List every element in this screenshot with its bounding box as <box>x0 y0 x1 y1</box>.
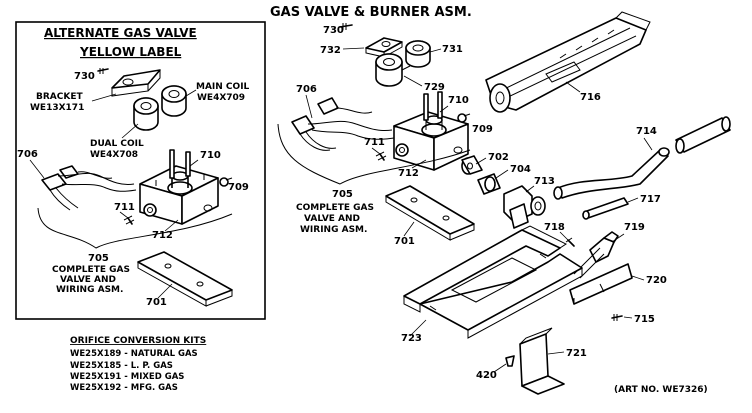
inset-complete-line3: WIRING ASM. <box>56 285 123 295</box>
kit-item: WE25X189 - NATURAL GAS <box>70 349 198 359</box>
part-704: 704 <box>510 164 531 175</box>
inset-bracket-label: BRACKET <box>36 92 83 102</box>
inset-part-730: 730 <box>74 71 95 82</box>
screw-730 <box>339 23 353 30</box>
inset-dual-coil-number: WE4X708 <box>90 150 138 160</box>
inset-screw-730 <box>97 68 109 74</box>
part-702: 702 <box>488 152 509 163</box>
coil-729 <box>375 53 411 87</box>
inset-part-705: 705 <box>88 253 109 264</box>
kits-heading: ORIFICE CONVERSION KITS <box>70 336 206 346</box>
part-701: 701 <box>394 236 415 247</box>
kit-item: WE25X192 - MFG. GAS <box>70 383 178 393</box>
part-729: 729 <box>424 82 445 93</box>
part-732: 732 <box>320 45 341 56</box>
inset-mounting-plate <box>137 251 233 307</box>
inset-bracket-part <box>111 69 161 97</box>
part-714: 714 <box>636 126 657 137</box>
bracket-721 <box>519 327 565 395</box>
valve-body <box>393 91 469 171</box>
fitting-704 <box>477 173 501 195</box>
fitting-709 <box>457 113 471 123</box>
inset-part-711: 711 <box>114 202 135 213</box>
part-715: 715 <box>634 314 655 325</box>
tube-714 <box>553 147 670 200</box>
complete-line3: WIRING ASM. <box>300 225 367 235</box>
inset-subheading: YELLOW LABEL <box>79 45 182 59</box>
inset-bracket-number: WE13X171 <box>30 103 84 113</box>
shield-720 <box>569 263 633 305</box>
part-705: 705 <box>332 189 353 200</box>
inset-main-coil <box>161 85 187 117</box>
part-719: 719 <box>624 222 645 233</box>
part-721: 721 <box>566 348 587 359</box>
inset-part-710: 710 <box>200 150 221 161</box>
inset-fitting-709 <box>219 177 233 187</box>
kit-item: WE25X185 - L. P. GAS <box>70 361 173 371</box>
alternate-valve-inset-box <box>15 21 266 320</box>
burner-box-723 <box>403 225 583 339</box>
inset-part-712: 712 <box>152 230 173 241</box>
inset-main-coil-label: MAIN COIL <box>196 82 250 92</box>
inset-main-coil-number: WE4X709 <box>197 93 245 103</box>
complete-line2: VALVE AND <box>304 214 360 224</box>
union-702 <box>461 155 483 175</box>
inset-part-701: 701 <box>146 297 167 308</box>
inset-complete-line1: COMPLETE GAS <box>52 265 130 275</box>
inset-dual-coil-label: DUAL COIL <box>90 139 144 149</box>
inset-complete-line2: VALVE AND <box>60 275 116 285</box>
kit-item: WE25X191 - MIXED GAS <box>70 372 184 382</box>
burner-716 <box>485 11 651 113</box>
part-712: 712 <box>398 168 419 179</box>
inset-heading: ALTERNATE GAS VALVE <box>44 26 197 40</box>
part-717: 717 <box>640 194 661 205</box>
tube-straight <box>675 116 731 154</box>
inset-part-709: 709 <box>228 182 249 193</box>
part-706: 706 <box>296 84 317 95</box>
inset-assembly-bracket <box>37 207 233 249</box>
screw-711 <box>375 151 387 161</box>
part-723: 723 <box>401 333 422 344</box>
part-420: 420 <box>476 370 497 381</box>
diagram-title: GAS VALVE & BURNER ASM. <box>270 5 472 20</box>
screw-420 <box>505 355 515 367</box>
part-709: 709 <box>472 124 493 135</box>
orifice-holder-713 <box>503 185 546 229</box>
inset-valve-body <box>139 149 219 225</box>
inset-screw-711 <box>123 215 135 225</box>
art-number: (ART NO. WE7326) <box>614 385 708 395</box>
part-718: 718 <box>544 222 565 233</box>
part-716: 716 <box>580 92 601 103</box>
screw-718 <box>565 237 575 247</box>
pin-717 <box>582 197 629 220</box>
part-731: 731 <box>442 44 463 55</box>
part-730: 730 <box>323 25 344 36</box>
mounting-plate-701 <box>385 185 475 241</box>
part-713: 713 <box>534 176 555 187</box>
coil-731 <box>405 40 431 68</box>
complete-line1: COMPLETE GAS <box>296 203 374 213</box>
inset-part-706: 706 <box>17 149 38 160</box>
screw-715 <box>611 314 623 321</box>
part-720: 720 <box>646 275 667 286</box>
assembly-bracket <box>277 123 471 185</box>
part-711: 711 <box>364 137 385 148</box>
part-710: 710 <box>448 95 469 106</box>
inset-dual-coil <box>133 97 159 131</box>
inset-wiring-harness <box>41 165 137 211</box>
wiring-harness-706 <box>291 97 395 151</box>
